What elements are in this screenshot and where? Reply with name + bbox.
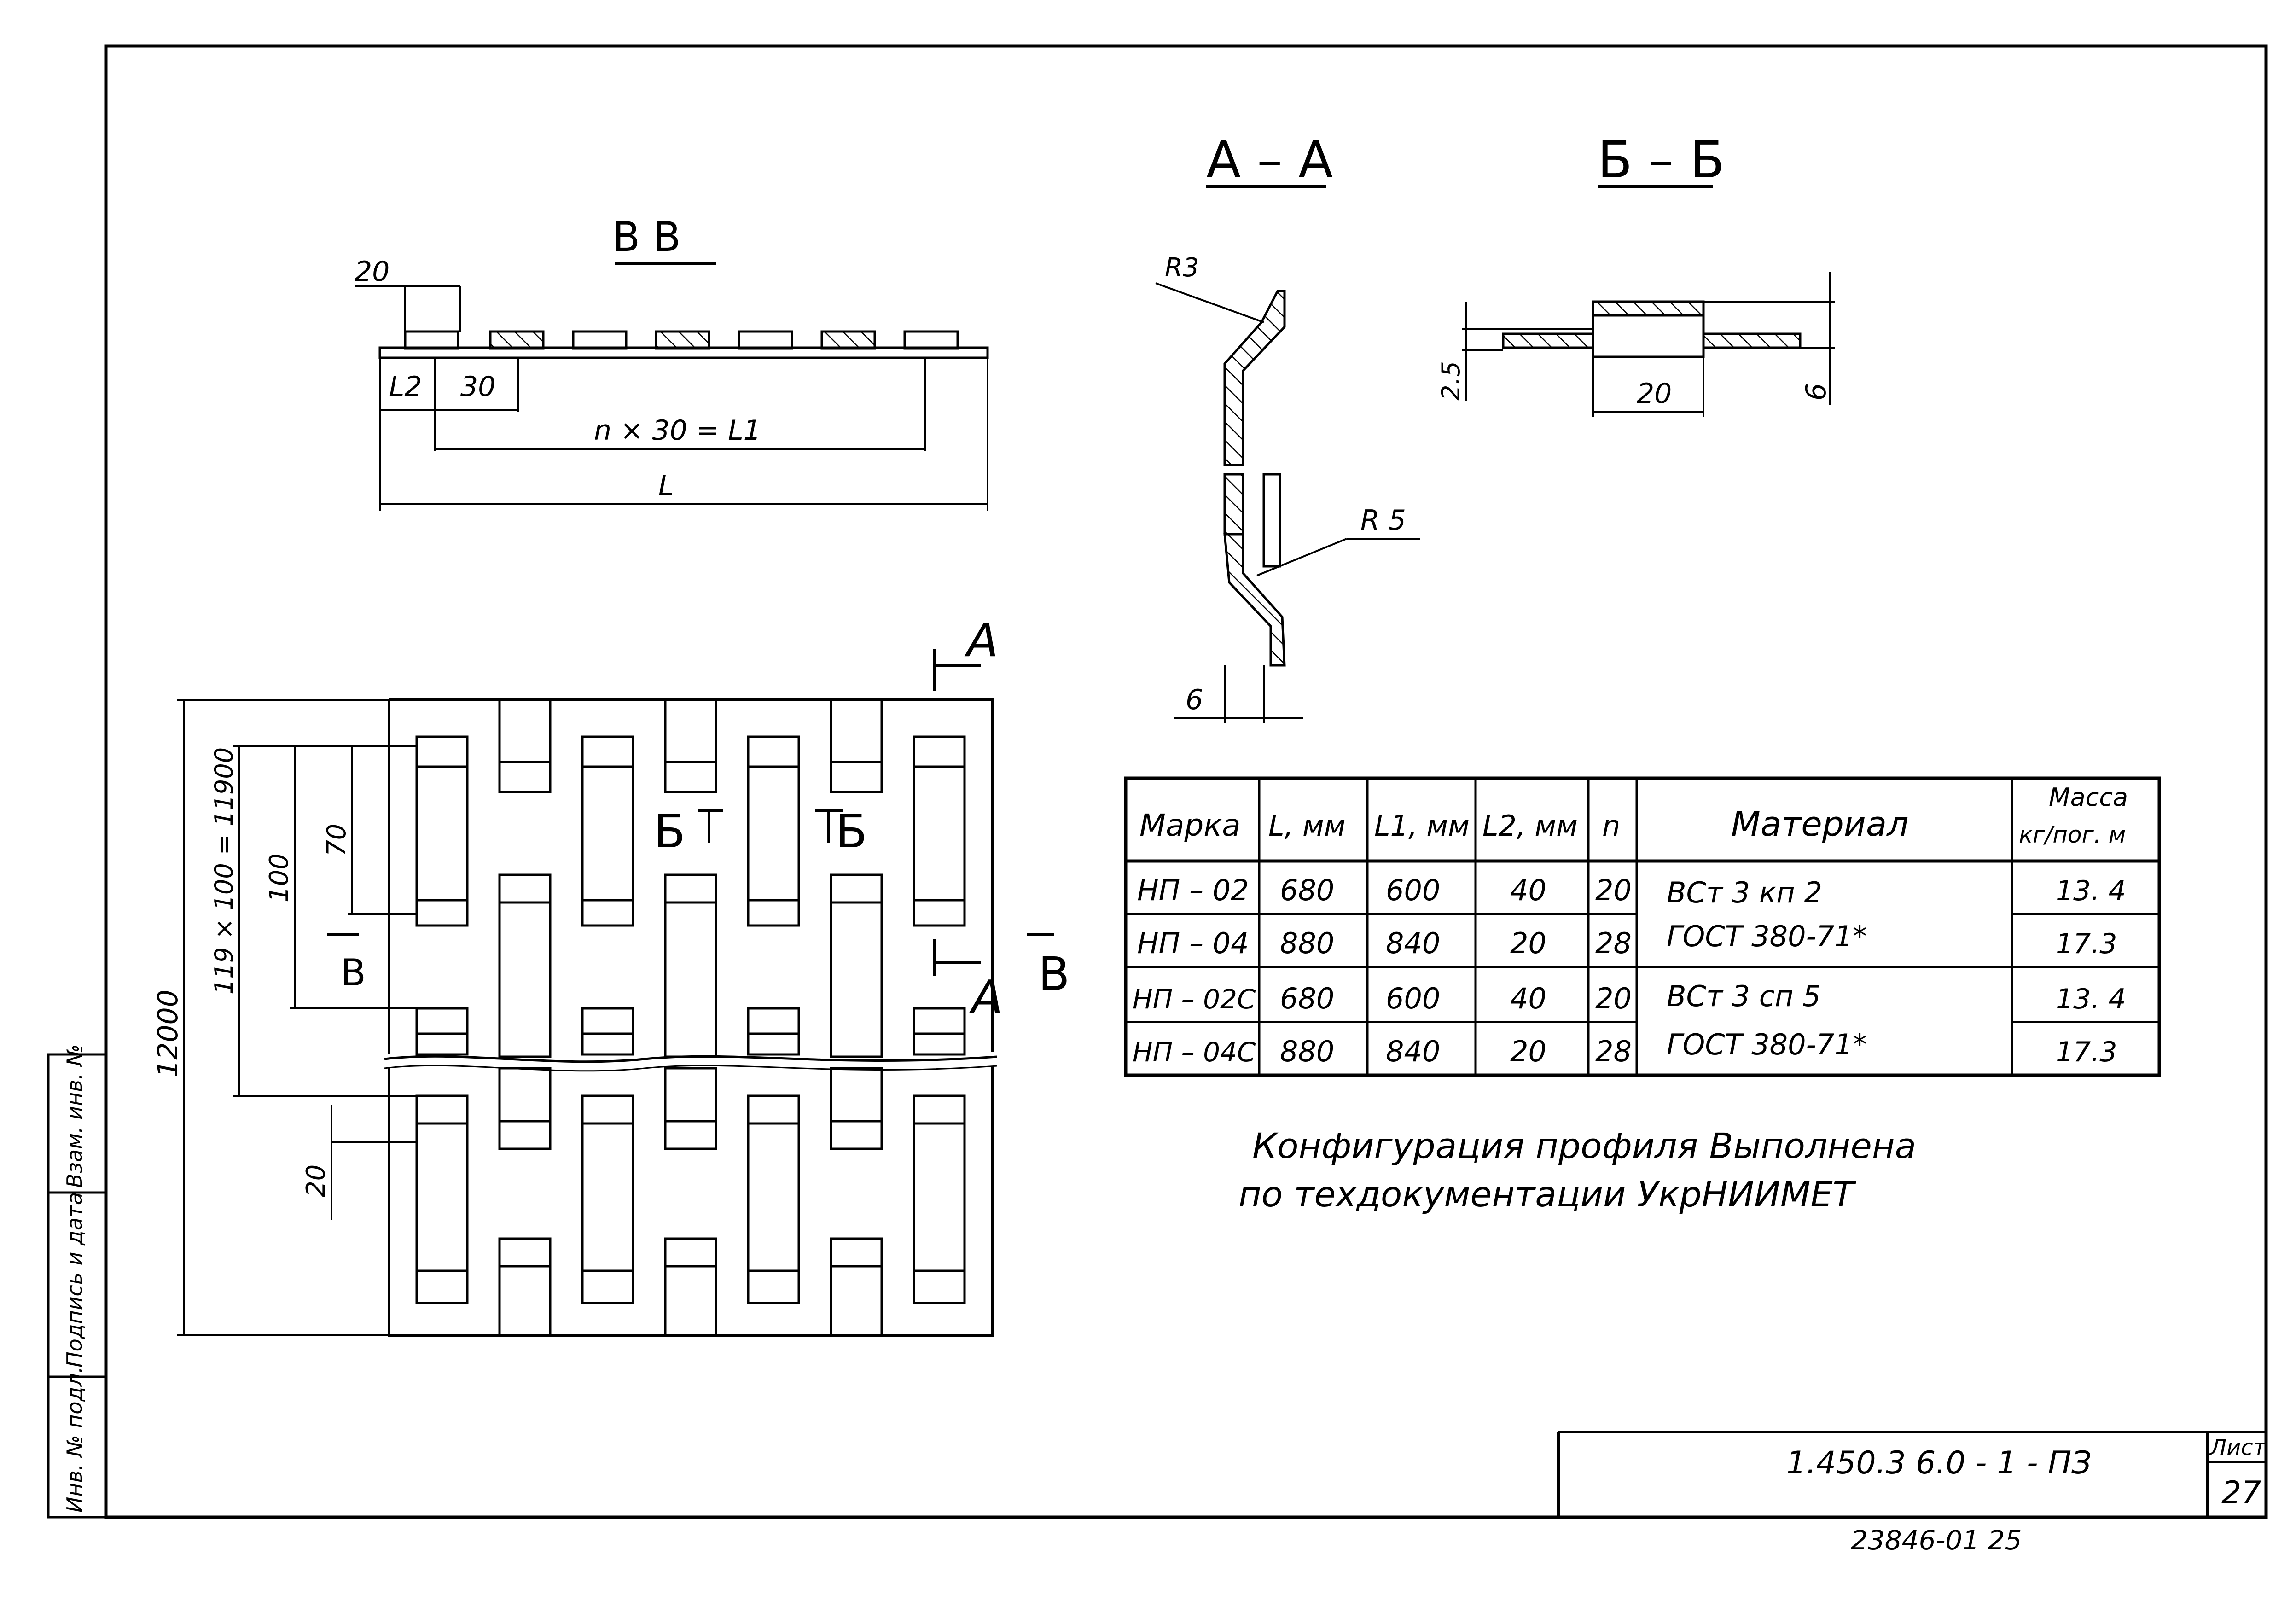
table-row: НП – 04С 880 840 20 28 17.3 [1133,1035,2117,1068]
aa-r5-label: R 5 [1360,504,1406,536]
table-cell-material-2-line2: ГОСТ 380-71* [1667,1028,1867,1061]
table-cell-marka: НП – 04 [1137,926,1249,960]
table-cell-l2: 40 [1510,873,1546,907]
section-aa-title: А – А [1206,130,1333,189]
table-cell-l2: 40 [1510,982,1546,1015]
table-cell-l: 680 [1280,873,1334,907]
plan-mark-v-right: B [1038,947,1070,1001]
margin-label-vzam-inv: Взам. инв. № [62,1044,87,1188]
sheet-frame [47,44,2268,1519]
title-block-sheet-label: Лист [2209,1435,2267,1461]
vv-l2-dim: L2 [389,371,422,403]
table-row: НП – 04 880 840 20 28 17.3 [1137,926,2117,960]
plan-mark-b-right: Б [836,804,867,858]
table-cell-l2: 20 [1510,1035,1546,1068]
section-vv: B B 20 L2 30 [355,213,989,511]
plan-mark-a-bottom: A [969,970,1003,1024]
plan-slot-dim: 70 [322,824,352,856]
vv-l1-formula: n × 30 = L1 [594,414,761,447]
table-row: НП – 02 680 600 40 20 13. 4 [1137,873,2126,907]
vv-l-dim: L [658,470,674,502]
spec-table: Марка L, мм L1, мм L2, мм n Материал Мас… [1124,776,2161,1077]
aa-r3-label: R3 [1165,253,1199,283]
plan-row-formula-dim: 119 × 100 = 11900 [209,747,238,995]
table-cell-l: 880 [1280,1035,1334,1068]
table-cell-mass: 13. 4 [2056,875,2126,907]
table-cell-l1: 840 [1386,926,1440,960]
configuration-note: Конфигурация профиля Выполнена по техдок… [1238,1125,1916,1215]
plan-end-dim: 20 [301,1164,331,1197]
table-cell-n: 20 [1595,873,1632,907]
bb-thickness-dim: 6 [1800,383,1832,401]
table-cell-marka: НП – 02С [1133,984,1256,1015]
vv-tooth-dim: 20 [355,256,389,288]
bottom-stamp: 23846-01 25 [1851,1525,2022,1556]
bb-width-dim: 20 [1637,378,1672,410]
plan-mark-b-left: Б [654,804,686,858]
table-cell-n: 28 [1595,926,1632,960]
plan-mark-v-left: B [341,951,366,994]
table-row: НП – 02С 680 600 40 20 13. 4 [1133,982,2126,1015]
table-cell-l: 880 [1280,926,1334,960]
table-cell-mass: 13. 4 [2056,983,2126,1015]
table-cell-l2: 20 [1510,926,1546,960]
margin-label-inv-podl: Инв. № подл. [62,1367,87,1513]
note-line-2: по техдокументации УкрНИИМЕТ [1238,1174,1856,1215]
table-cell-material-1-line2: ГОСТ 380-71* [1667,920,1867,953]
plan-step-dim: 100 [264,853,294,902]
vv-pitch-dim: 30 [460,371,495,403]
plan-view: 12000 119 × 100 = 11900 100 70 20 A A Б … [152,613,1070,1337]
table-cell-mass: 17.3 [2056,928,2117,960]
table-cell-mass: 17.3 [2056,1036,2117,1068]
table-cell-marka: НП – 04С [1133,1036,1256,1068]
table-cell-n: 20 [1595,982,1632,1015]
aa-thickness-dim: 6 [1186,684,1203,716]
table-cell-l1: 600 [1386,873,1440,907]
note-line-1: Конфигурация профиля Выполнена [1252,1125,1916,1166]
table-cell-n: 28 [1595,1035,1632,1068]
section-vv-title: B B [612,213,681,261]
table-cell-material-2-line1: ВСт 3 сп 5 [1667,979,1821,1013]
table-cell-l1: 840 [1386,1035,1440,1068]
table-header-l: L, мм [1268,809,1346,843]
table-header-marka: Марка [1139,808,1241,843]
section-bb-title: Б – Б [1598,130,1725,189]
title-block: 1.450.3 6.0 - 1 - ПЗ Лист 27 23846-01 25 [1557,1431,2267,1556]
margin-stamp: Инв. № подл. Подпись и дата Взам. инв. № [62,1044,87,1513]
section-bb: Б – Б 2.5 20 6 [1436,130,1835,417]
table-cell-material-1-line1: ВСт 3 кп 2 [1667,876,1822,909]
table-header-mass-line2: кг/пог. м [2019,821,2126,848]
table-cell-marka: НП – 02 [1137,873,1249,907]
table-header-n: n [1602,809,1620,843]
bb-height-dim: 2.5 [1436,361,1465,401]
table-cell-l1: 600 [1386,982,1440,1015]
table-header-l1: L1, мм [1374,809,1470,843]
table-header-mass-line1: Масса [2049,783,2128,812]
table-header-l2: L2, мм [1482,809,1578,843]
plan-mark-a-top: A [964,613,998,667]
table-header-material: Материал [1731,804,1909,844]
section-aa: А – А R3 R 5 6 [1155,130,1420,723]
title-block-sheet-number: 27 [2221,1475,2261,1511]
margin-label-podpis-data: Подпись и дата [62,1192,87,1368]
title-block-code: 1.450.3 6.0 - 1 - ПЗ [1786,1445,2092,1481]
table-cell-l: 680 [1280,982,1334,1015]
plan-total-length-dim: 12000 [152,990,184,1077]
